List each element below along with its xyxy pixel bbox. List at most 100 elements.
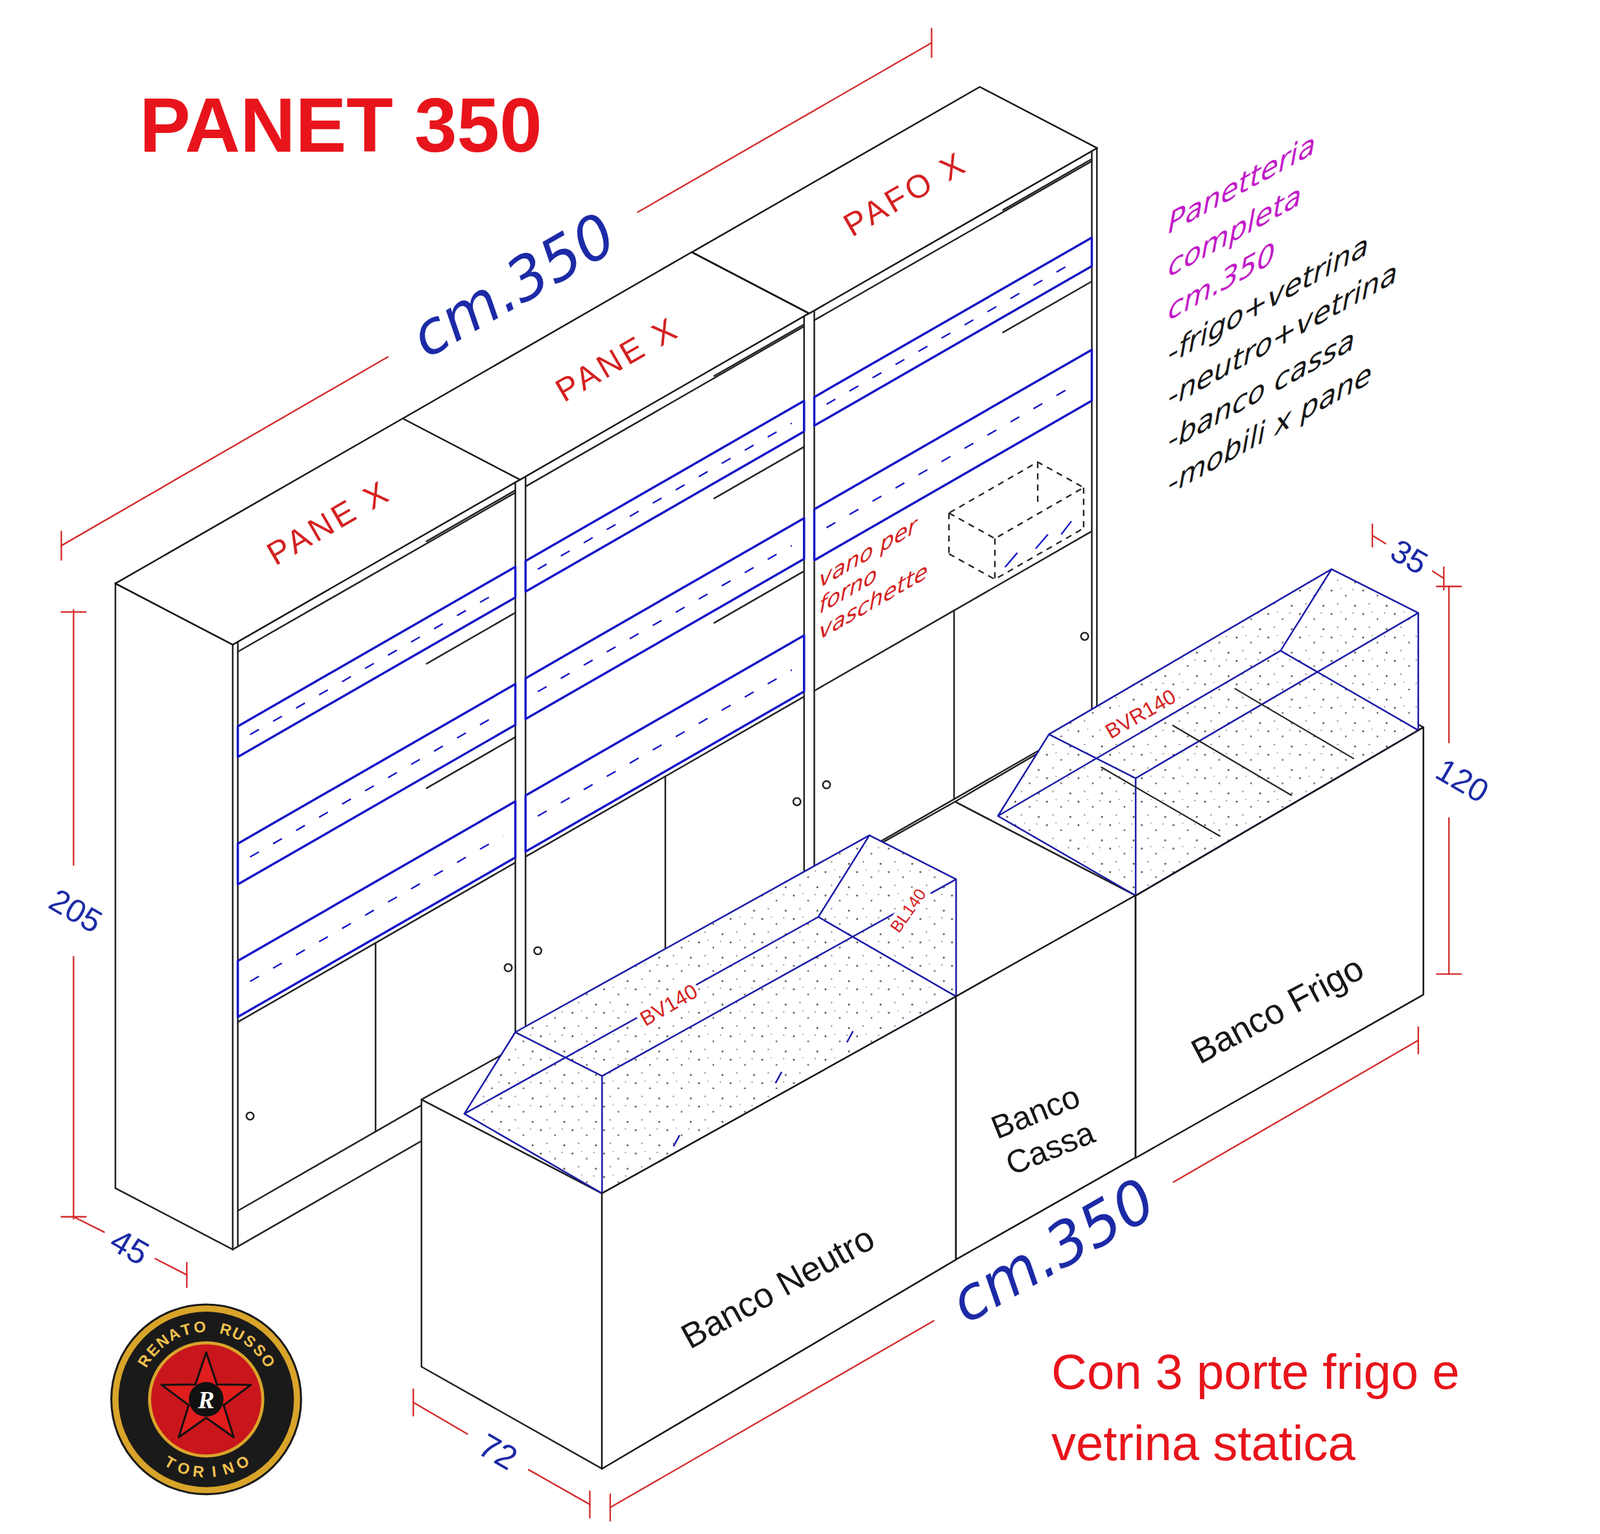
display-case-part-part [998,651,1281,817]
arc-letter: I [210,1464,217,1481]
oven-outline-part [948,528,1084,580]
logo-badge-part [161,1352,251,1438]
dimension-lines-part [413,1402,467,1435]
cabinet-lines-part [1096,147,1099,753]
display-case-part-part [1048,569,1332,735]
dimension-lines-part [1448,818,1450,975]
note-block: Panetteria completa cm.350-frigo+vetrina… [1168,75,1398,507]
dimension-lines-part [1436,973,1462,975]
glass-panels-part [238,684,516,885]
display-case-part-part [464,1032,602,1195]
cabinet-lines-part [246,1112,254,1121]
logo-badge-part [111,1304,302,1495]
oven-hatching-part [1035,534,1049,549]
display-case-part-part [1280,569,1418,731]
cabinet-lines-part [714,571,804,624]
display-case-part-part [1172,725,1292,797]
dimension-lines-part [412,1389,414,1417]
title-anchor: PANET 350 [139,86,543,164]
cabinet-lines-part [664,776,667,966]
cabinet-lines-part [504,964,512,972]
oven-outline-part [948,513,950,554]
oven-outline-part [1083,487,1085,529]
dimension-lines-part [73,1217,104,1233]
face-outline [1135,727,1424,1159]
cabinet-lines-part [238,862,516,1023]
face-shape [692,86,1098,314]
counter-front: Banco Frigo [1135,727,1424,1159]
dimension-lines-part [1417,1027,1420,1054]
glass-reflections-part [250,835,504,982]
cabinet-lines-part [823,781,831,789]
glass-panels-part [814,349,1093,561]
dimension-lines-part [72,610,74,866]
display-case-part-part [1135,612,1419,779]
display-case-part-part [673,1135,680,1147]
arc-letter: R [191,1463,205,1481]
dimension-lines-part [528,1470,590,1505]
arc-letter: O [192,1319,207,1337]
cabinet-lines-part [1003,281,1093,333]
dimension-text: 120 [1429,750,1496,812]
cabinet-lines-part [426,612,516,665]
logo-badge-part [118,1312,295,1488]
oven-outline-part [1037,462,1039,504]
logo-badge-part [188,1382,224,1418]
oven-outline-part [948,462,1084,539]
oven-hatching-part [1005,553,1018,568]
glass-reflections-part [250,711,504,857]
face-shape [1135,727,1424,1159]
dimension-lines-part [609,1494,611,1522]
display-case-part-part [847,1031,853,1043]
arc-letter: O [233,1453,252,1473]
arc-letter: T [179,1321,194,1339]
dimension-lines-part [1371,524,1374,548]
dimension-lines-part [72,957,74,1220]
caption-anchor: Con 3 porte frigo e vetrina statica [1051,1336,1519,1480]
glass-reflections-part [826,382,1080,528]
cabinet-lines-part [714,446,804,499]
display-case-part-part [998,734,1136,897]
display-case-part-part [515,835,870,1033]
dimension-lines-part [186,1263,188,1289]
caption: Con 3 porte frigo e vetrina statica [1051,1336,1519,1480]
dimension-lines [61,28,1462,1522]
display-case-part-part [775,1072,782,1084]
cabinet-lines-part [426,737,516,789]
display-case-part-part [1101,767,1221,837]
cabinet-lines-part [953,610,956,800]
logo-badge-part [147,1341,264,1458]
oven-hatching-part [1061,521,1072,535]
arc-letter: T [161,1454,178,1473]
cabinet-lines-part [793,798,801,806]
dimension-text: 205 [42,880,109,942]
logo-badge-part [151,1344,262,1455]
dimension-lines-part [155,1258,187,1276]
display-case-part-part [818,835,956,997]
face-shape [601,996,956,1470]
display-case-part-part [1234,688,1355,760]
cabinet-top: PAFO X [692,86,1098,314]
arc-letter: O [175,1459,192,1479]
logo-badge [111,1304,302,1495]
dimension-lines-part [1432,571,1444,579]
arc-letter [210,1319,216,1337]
logo-monogram: R [197,1385,215,1416]
face-shape [115,418,521,645]
dimension-lines-part [1443,567,1445,591]
dimension-lines-part [60,531,62,561]
title: PANET 350 [139,86,543,164]
dimension-lines-part [1448,586,1450,744]
glass-panels-part [238,801,516,1018]
cabinet-top: PANE X [115,418,521,645]
glass-panels-part [525,518,804,720]
display-case-part-part [464,917,819,1115]
dimension-lines-part [61,611,87,613]
glass-panels-part [525,635,804,853]
oven-hatching [1005,521,1072,568]
dimension-lines-part [1436,585,1462,587]
dimension-lines-part [588,1491,591,1519]
glass-reflections-part [537,545,792,692]
cabinet-lines-part [115,583,233,1250]
cabinet-lines-part [534,947,542,955]
